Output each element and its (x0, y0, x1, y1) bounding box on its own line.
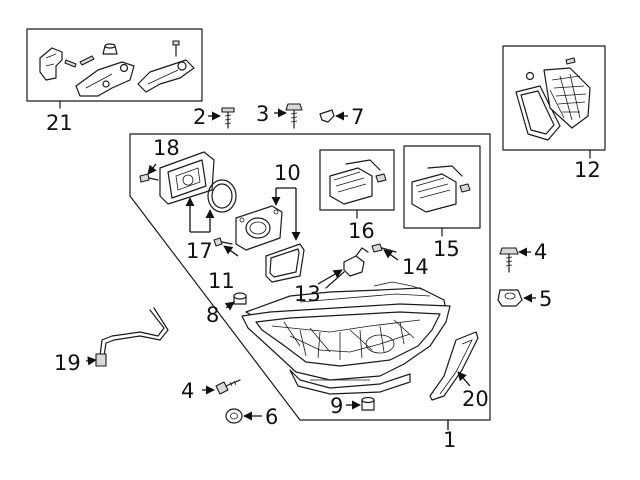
callout-19: 19 (54, 351, 81, 375)
callout-labels: 1 2 3 4 4 5 6 7 8 9 10 11 12 13 14 15 16… (46, 102, 601, 452)
control-module-16-drawing (329, 159, 387, 205)
cover-kit-box (502, 45, 606, 159)
control-module-box-16 (319, 149, 395, 219)
callout-20: 20 (462, 387, 489, 411)
callout-5: 5 (539, 287, 552, 311)
callout-2: 2 (193, 105, 206, 129)
nut-part-6 (225, 408, 243, 424)
callout-7: 7 (351, 105, 364, 129)
callout-3: 3 (256, 102, 269, 126)
callout-8: 8 (206, 303, 219, 327)
bolt-part-3 (285, 103, 303, 129)
callout-12: 12 (574, 158, 601, 182)
socket-part-13 (325, 247, 369, 289)
clip-part-7 (319, 109, 335, 123)
screw-part-2 (221, 107, 235, 129)
screw-part-14 (371, 243, 397, 253)
leader-arrows (85, 108, 536, 430)
callout-4-right: 4 (534, 240, 547, 264)
nut-part-5 (497, 289, 523, 307)
bracket-kit-drawing (39, 40, 195, 97)
callout-4-lower: 4 (181, 379, 194, 403)
callout-9: 9 (330, 394, 343, 418)
control-module-15-drawing (411, 165, 471, 213)
leader-17 (185, 197, 215, 233)
bracket-kit-box (26, 28, 203, 109)
cover-kit-drawing (515, 57, 591, 141)
bolt-part-4-lower (215, 379, 241, 395)
callout-1: 1 (443, 428, 456, 452)
grommet-part-9 (361, 396, 375, 411)
cap-part-8 (233, 292, 247, 305)
harness-part-19 (95, 307, 169, 367)
lamp-module-part-18 (139, 151, 215, 205)
callout-6: 6 (265, 405, 278, 429)
bolt-part-4-right (499, 247, 519, 273)
callout-13: 13 (294, 282, 321, 306)
main-assembly-outline (129, 133, 491, 421)
callout-18: 18 (153, 136, 180, 160)
callout-21: 21 (46, 111, 73, 135)
seal-ring (207, 179, 237, 213)
leader-10 (271, 187, 301, 241)
callout-17: 17 (186, 239, 213, 263)
callout-16: 16 (348, 219, 375, 243)
callout-14: 14 (402, 255, 429, 279)
gasket-part-10 (265, 243, 305, 283)
screw-part-11 (213, 237, 233, 247)
headlamp-assembly (241, 281, 451, 395)
bezel-part-10 (235, 205, 283, 251)
callout-15: 15 (433, 237, 460, 261)
callout-10: 10 (274, 161, 301, 185)
control-module-box-15 (403, 145, 481, 237)
callout-11: 11 (208, 269, 235, 293)
trim-part-20 (429, 331, 479, 401)
